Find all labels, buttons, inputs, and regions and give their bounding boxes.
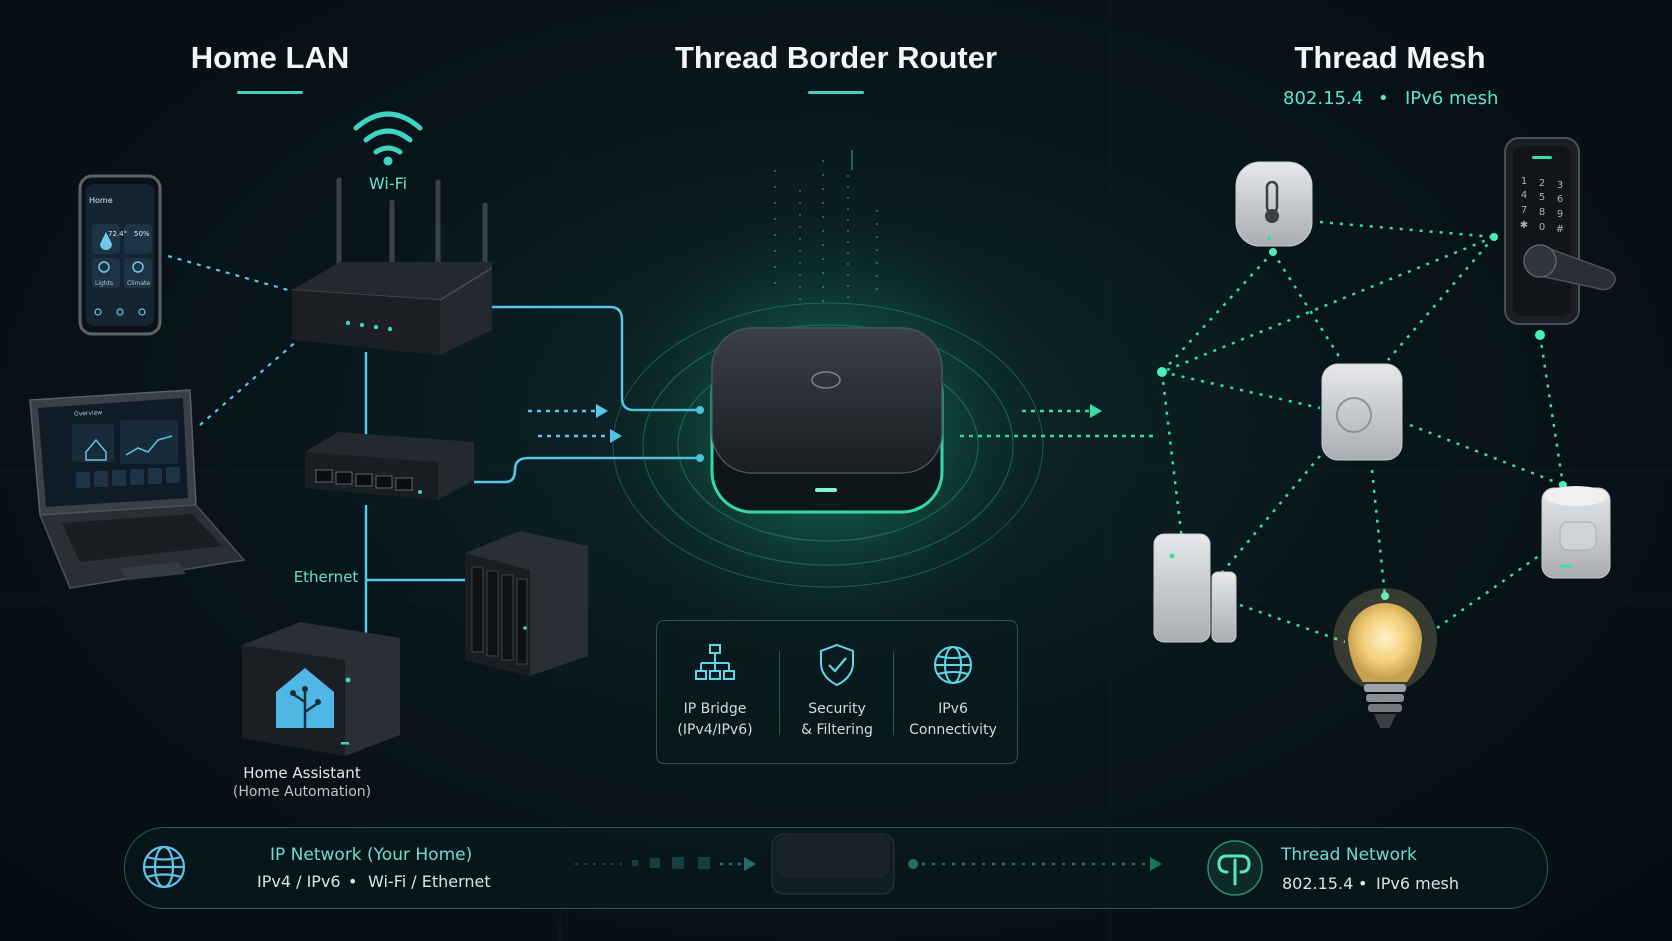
lock-key-9: 9 [1557,209,1563,220]
door-contact-sensor-device [1153,533,1237,643]
mesh-links [1160,220,1565,644]
mesh-subtitle-b: IPv6 mesh [1405,88,1499,109]
feature-ipv6-line2: Connectivity [909,722,997,738]
lock-key-1: 1 [1521,176,1527,187]
network-tree-icon [695,644,735,680]
laptop-device [29,389,246,589]
lock-key-4: 4 [1521,190,1527,201]
underline-home-lan [237,91,303,94]
phone-tile-climate: Climate [127,280,151,287]
phone-screen-title: Home [89,196,113,205]
smartphone-device [78,174,162,336]
lan-wired-links [364,305,700,640]
network-summary-bar [124,827,1548,909]
home-assistant-device [242,622,400,756]
motion-sensor-device [1541,486,1611,579]
ip-network-title: IP Network (Your Home) [270,845,473,865]
feature-divider-1 [779,651,780,735]
wifi-icon [353,111,423,155]
thread-border-router-device [710,327,944,514]
mesh-subtitle-a: 802.15.4 [1283,88,1364,109]
thread-network-title: Thread Network [1281,845,1417,865]
ip-network-sub-b: Wi-Fi / Ethernet [368,872,491,891]
lock-key-star: ✱ [1520,220,1528,231]
ethernet-label: Ethernet [293,568,359,586]
feature-ipv6: IPv6 Connectivity [895,621,1011,763]
mesh-subtitle-sep: • [1378,88,1389,109]
smart-bulb-device [1333,588,1437,728]
mesh-nodes [1157,233,1567,600]
globe-icon [142,845,186,889]
lock-key-3: 3 [1557,180,1563,191]
shield-check-icon [820,643,854,687]
lock-key-0: 0 [1539,222,1545,233]
thread-network-sub-sep: • [1358,874,1368,893]
globe-icon [934,646,972,684]
phone-humidity-readout: 50% [134,230,150,238]
home-assistant-sublabel: (Home Automation) [232,784,372,800]
feature-ipv6-line1: IPv6 [938,701,968,717]
lock-key-hash: # [1556,224,1564,235]
laptop-screen-title: Overview [73,409,103,418]
phone-temp-readout: 72.4° [108,230,128,238]
thermostat-sensor-device [1235,161,1313,247]
smart-lock-device [1504,137,1616,325]
section-title-thread-mesh: Thread Mesh [1294,40,1486,75]
wifi-label: Wi-Fi [368,174,408,193]
lock-key-8: 8 [1539,207,1545,218]
lock-key-2: 2 [1539,178,1545,189]
nas-device [465,531,588,676]
ethernet-switch-device [305,432,474,500]
thread-network-sub-b: IPv6 mesh [1376,874,1460,893]
lan-wireless-links [167,254,299,426]
feature-divider-2 [893,651,894,735]
router-features-panel: IP Bridge (IPv4/IPv6) Security & Filteri… [656,620,1018,764]
thread-network-sub-a: 802.15.4 [1282,874,1354,893]
lock-key-5: 5 [1539,192,1545,203]
lock-key-7: 7 [1521,205,1527,216]
ip-network-sub-sep: • [348,872,358,891]
ip-network-sub-a: IPv4 / IPv6 [257,872,341,891]
feature-ip-bridge: IP Bridge (IPv4/IPv6) [657,621,773,763]
lock-keypad: 1 2 3 4 5 6 7 8 9 ✱ 0 # [1520,176,1564,235]
section-title-border-router: Thread Border Router [674,40,998,75]
home-assistant-label: Home Assistant [243,764,361,782]
feature-ip-bridge-line1: IP Bridge [683,701,747,717]
smart-button-device [1321,363,1403,461]
underline-border-router [808,91,864,94]
feature-security-line1: Security [808,701,866,717]
section-title-home-lan: Home LAN [190,40,350,75]
wifi-router-device [291,177,493,355]
data-particles [774,150,878,305]
phone-tile-lights: Lights [95,280,114,287]
feature-security: Security & Filtering [779,621,895,763]
feature-security-line2: & Filtering [801,722,873,738]
lock-key-6: 6 [1557,194,1563,205]
feature-ip-bridge-line2: (IPv4/IPv6) [677,722,753,738]
thread-logo-icon [1207,840,1263,896]
